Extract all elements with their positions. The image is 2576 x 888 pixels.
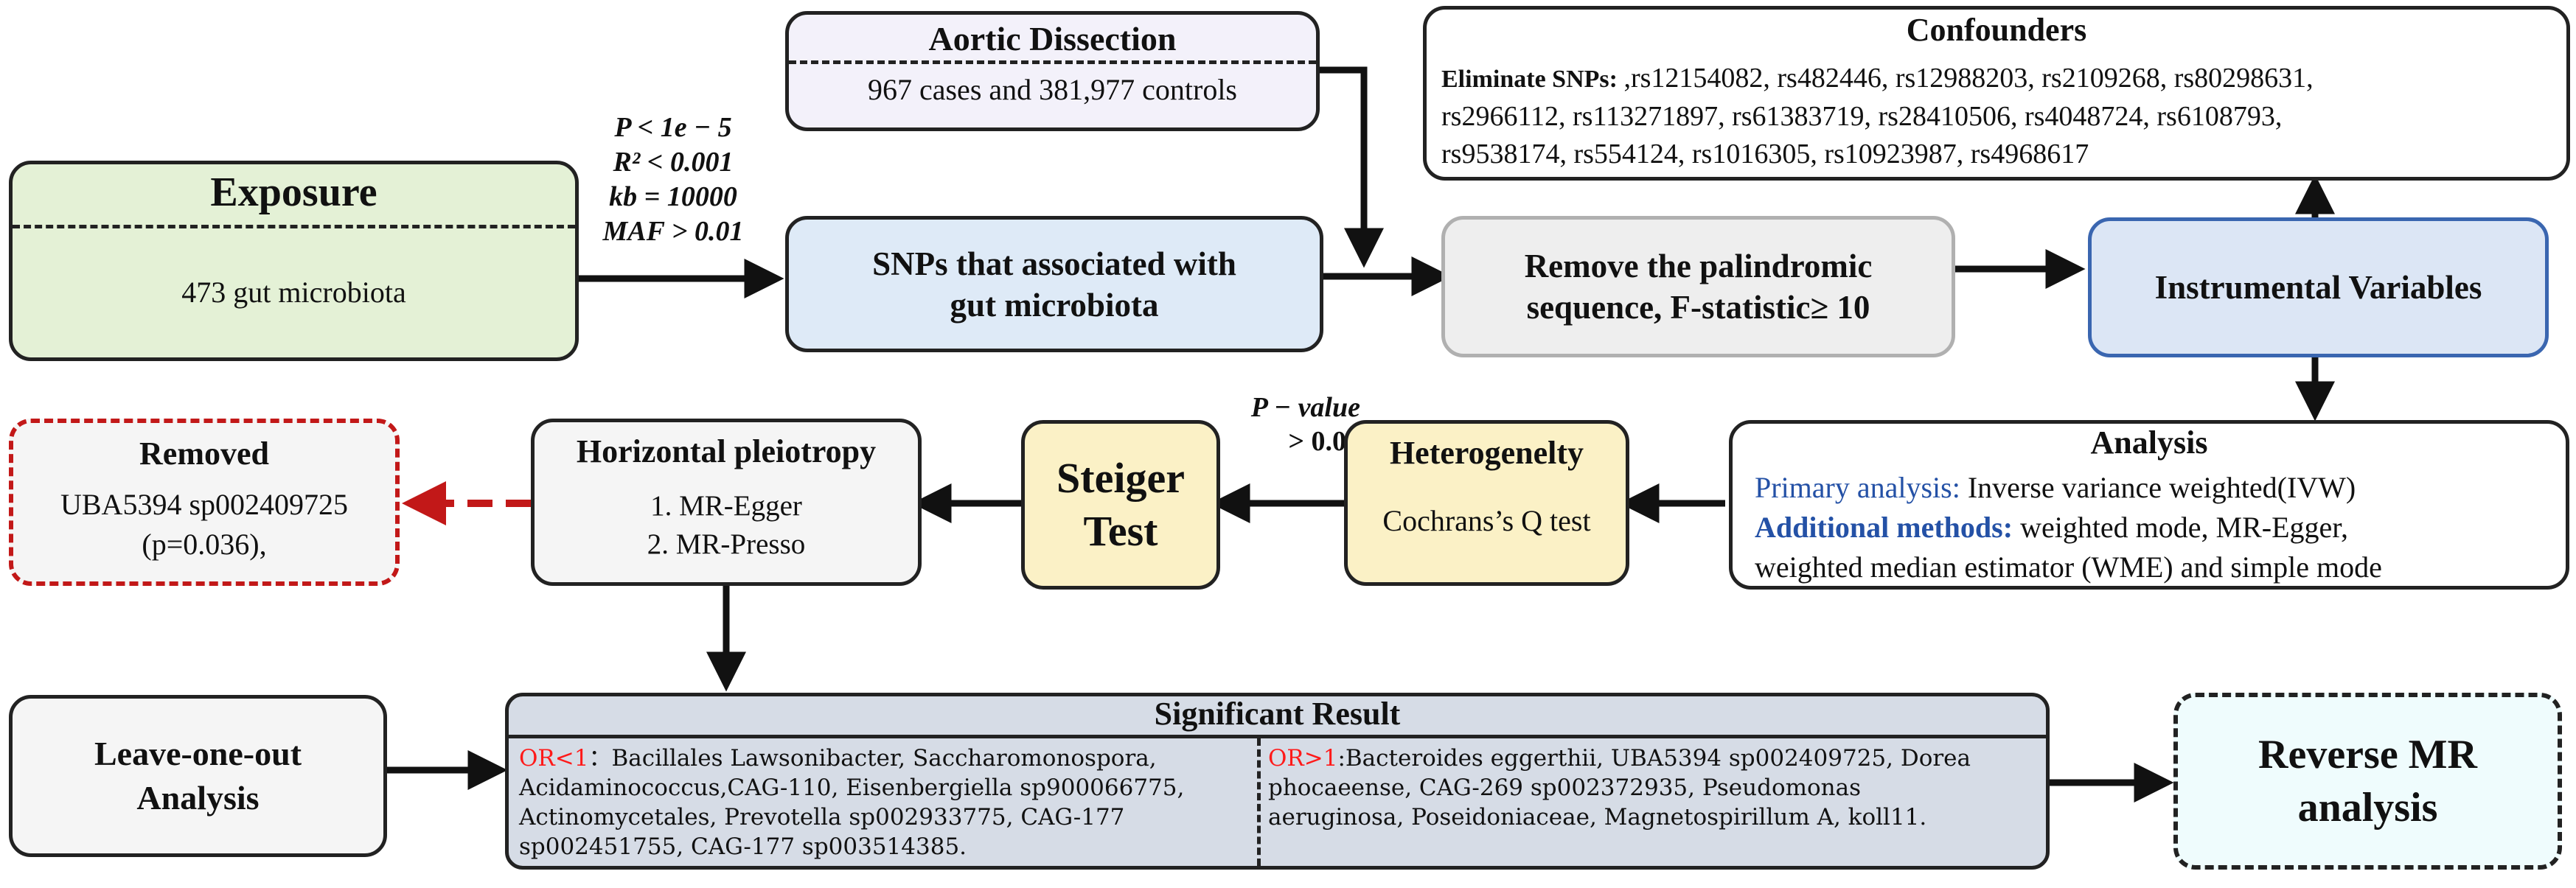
significant-title: Significant Result <box>1154 696 1401 732</box>
criteria-p: P < 1e − 5 <box>614 112 732 143</box>
pvalue-line1: P − value <box>1250 392 1360 423</box>
removed-line1: UBA5394 sp002409725 <box>60 488 349 521</box>
criteria-block: P < 1e − 5 R² < 0.001 kb = 10000 MAF > 0… <box>588 111 758 249</box>
aortic-title: Aortic Dissection <box>928 20 1177 57</box>
significant-right-line3: aeruginosa, Poseidoniaceae, Magnetospiri… <box>1268 804 1927 831</box>
removed-box: Removed UBA5394 sp002409725 (p=0.036), <box>9 419 400 586</box>
removed-text: UBA5394 sp002409725 (p=0.036), <box>13 485 395 564</box>
significant-right-line1: :Bacteroides eggerthii, UBA5394 sp002409… <box>1337 745 1971 772</box>
snps-line1: SNPs that associated with <box>872 245 1236 282</box>
analysis-body: Primary analysis: Inverse variance weigh… <box>1755 468 2558 587</box>
remove-line2: sequence, F-statistic≥ 10 <box>1526 289 1870 326</box>
confounders-title: Confounders <box>1906 12 2087 48</box>
criteria-kb: kb = 10000 <box>609 181 737 212</box>
iv-label: Instrumental Variables <box>2154 269 2482 306</box>
reverse-line1: Reverse MR <box>2258 732 2477 777</box>
heterogeneity-title: Heterogenelty <box>1389 435 1584 471</box>
analysis-additional-label: Additional methods: <box>1755 511 2013 544</box>
remove-line1: Remove the palindromic <box>1524 248 1873 284</box>
confounders-box: Confounders Eliminate SNPs: ,rs12154082,… <box>1423 6 2570 181</box>
removed-title: Removed <box>139 436 269 472</box>
reverse-line2: analysis <box>2297 785 2438 831</box>
analysis-title: Analysis <box>2090 424 2208 461</box>
snps-box: SNPs that associated with gut microbiota <box>785 216 1323 352</box>
leave-one-out-box: Leave-one-out Analysis <box>9 695 387 857</box>
pleiotropy-box: Horizontal pleiotropy 1. MR-Egger 2. MR-… <box>531 419 922 586</box>
reverse-mr-box: Reverse MR analysis <box>2173 693 2562 870</box>
significant-result-box: Significant Result OR<1：Bacillales Lawso… <box>505 693 2050 870</box>
analysis-primary-label: Primary analysis: <box>1755 471 1960 504</box>
exposure-title: Exposure <box>210 169 377 215</box>
significant-right: OR>1:Bacteroides eggerthii, UBA5394 sp00… <box>1268 744 2046 832</box>
remove-palindromic-box: Remove the palindromic sequence, F-stati… <box>1441 216 1955 357</box>
significant-right-label: OR>1 <box>1268 745 1338 772</box>
heterogeneity-box: Heterogenelty Cochrans’s Q test <box>1344 420 1629 586</box>
leave-one-out-line2: Analysis <box>136 779 260 817</box>
analysis-line3: weighted median estimator (WME) and simp… <box>1755 550 2382 584</box>
leave-one-out-line1: Leave-one-out <box>94 735 302 772</box>
analysis-additional-text: weighted mode, MR-Egger, <box>2013 511 2349 544</box>
significant-left-line3: Actinomycetales, Prevotella sp002933775,… <box>519 804 1125 831</box>
arrow-aortic-to-snps <box>1320 66 1384 268</box>
exposure-text: 473 gut microbiota <box>181 276 406 309</box>
significant-left-line4: sp002451755, CAG-177 sp003514385. <box>519 833 967 860</box>
significant-left-line2: Acidaminococcus,CAG-110, Eisenbergiella … <box>519 775 1185 801</box>
confounders-line3: rs9538174, rs554124, rs1016305, rs109239… <box>1441 139 2089 169</box>
aortic-text: 967 cases and 381,977 controls <box>867 73 1237 106</box>
confounders-line2: rs2966112, rs113271897, rs61383719, rs28… <box>1441 101 2283 132</box>
confounders-line1: ,rs12154082, rs482446, rs12988203, rs210… <box>1623 63 2314 94</box>
steiger-line1: Steiger <box>1056 454 1185 502</box>
analysis-primary-text: Inverse variance weighted(IVW) <box>1960 471 2356 504</box>
steiger-line2: Test <box>1083 507 1158 555</box>
confounders-prefix: Eliminate SNPs: <box>1441 66 1624 93</box>
pleiotropy-item2: 2. MR-Presso <box>647 528 806 560</box>
significant-left-line1: ：Bacillales Lawsonibacter, Saccharomonos… <box>588 745 1157 772</box>
significant-right-line2: phocaeense, CAG-269 sp002372935, Pseudom… <box>1268 775 1862 801</box>
pleiotropy-list: 1. MR-Egger 2. MR-Presso <box>535 487 918 564</box>
instrumental-variables-box: Instrumental Variables <box>2088 217 2549 357</box>
pleiotropy-title: Horizontal pleiotropy <box>576 433 877 469</box>
confounders-list: Eliminate SNPs: ,rs12154082, rs482446, r… <box>1441 60 2559 173</box>
significant-left: OR<1：Bacillales Lawsonibacter, Saccharom… <box>519 744 1253 861</box>
exposure-box: Exposure 473 gut microbiota <box>9 161 579 361</box>
criteria-r2: R² < 0.001 <box>613 147 734 178</box>
criteria-maf: MAF > 0.01 <box>602 216 744 247</box>
pleiotropy-item1: 1. MR-Egger <box>650 490 802 522</box>
aortic-dissection-box: Aortic Dissection 967 cases and 381,977 … <box>785 11 1320 131</box>
heterogeneity-text: Cochrans’s Q test <box>1382 504 1591 537</box>
analysis-box: Analysis Primary analysis: Inverse varia… <box>1729 420 2569 590</box>
steiger-test-box: Steiger Test <box>1021 420 1220 590</box>
significant-left-label: OR<1 <box>519 745 589 772</box>
removed-line2: (p=0.036), <box>142 528 267 561</box>
snps-line2: gut microbiota <box>950 286 1159 324</box>
